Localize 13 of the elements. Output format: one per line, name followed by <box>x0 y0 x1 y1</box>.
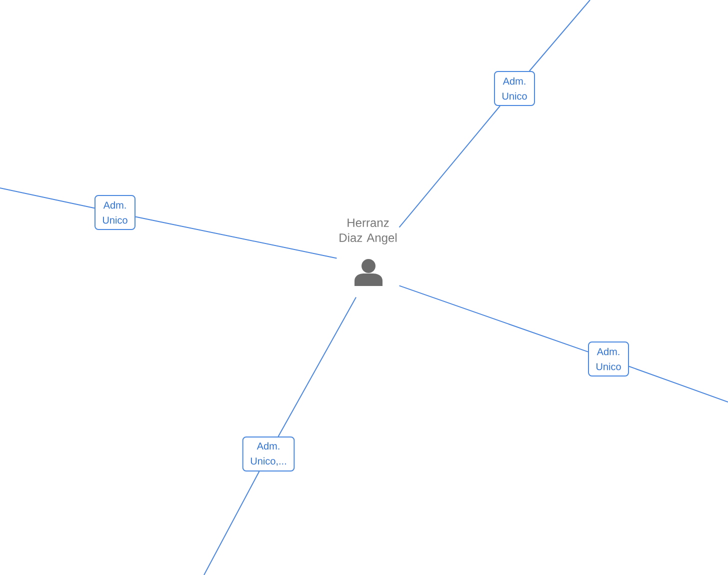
connector-line <box>528 0 590 72</box>
role-box: Adm. Unico <box>94 195 136 230</box>
connector-line <box>135 216 338 259</box>
connector-line <box>204 471 260 575</box>
connector-line <box>628 366 728 402</box>
role-box: Adm. Unico,... <box>242 436 295 472</box>
connector-line <box>398 285 588 352</box>
name-label: Herranz Diaz Angel <box>340 218 397 244</box>
connector-line <box>0 188 95 209</box>
connector-line <box>278 296 357 437</box>
role-box: Adm. Unico <box>494 71 535 106</box>
connector-line <box>398 106 500 228</box>
role-box: Adm. Unico <box>588 342 629 376</box>
